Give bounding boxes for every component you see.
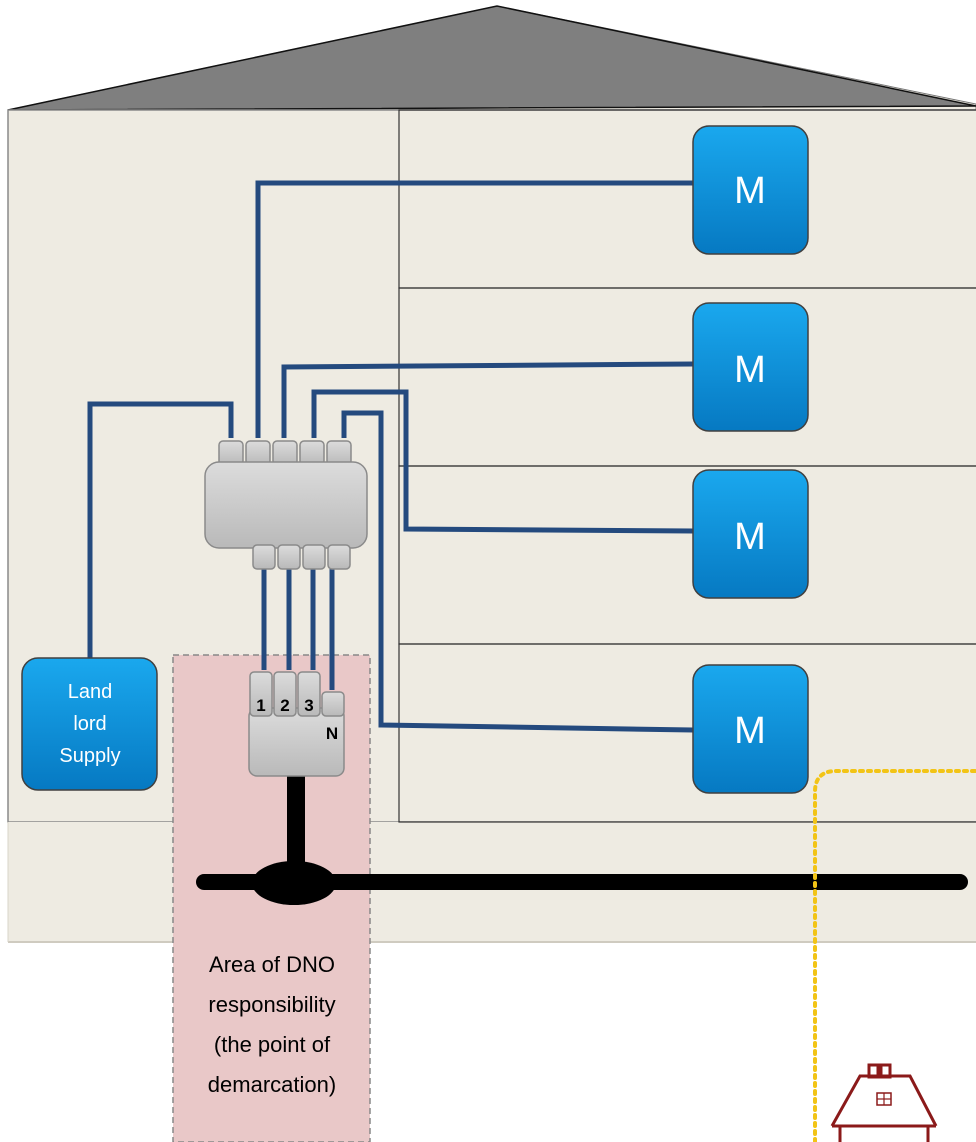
dno-area-line-3: (the point of [214,1032,331,1057]
cable-meter-2 [281,361,694,438]
cutout-neutral-block [321,691,345,717]
cutout-fuse-2 [273,671,297,717]
roof-slope [7,5,976,111]
cutout-phase-3-label: 3 [304,696,313,715]
landlord-supply-line-3: Supply [59,745,120,767]
meter-4 [692,664,809,794]
cable-meter-3 [311,389,694,534]
flat-4 [398,643,976,823]
house-icon [830,1063,938,1142]
meter-3 [692,469,809,599]
meter-2-label: M [734,349,766,391]
meter-1-label: M [734,170,766,212]
service-joint [252,861,336,905]
splitter-bottom-port-1 [252,544,276,570]
landlord-supply-box [21,657,158,791]
dno-area-line-4: demarcation) [208,1072,336,1097]
house-icon-roof [830,1074,938,1127]
cutout-fuse-3 [297,671,321,717]
meter-2 [692,302,809,432]
cable-meter-4 [341,410,694,733]
cutout-phase-1-label: 1 [256,696,265,715]
meter-4-label: M [734,710,766,752]
cutout-fuse-1 [249,671,273,717]
service-cutout: 1 2 3 N [248,671,345,777]
cable-landlord [87,401,234,660]
cutout-phase-2-label: 2 [280,696,289,715]
landlord-supply-line-2: lord [73,713,106,735]
splitter-bottom-port-4 [327,544,351,570]
cutout-neutral-label: N [326,724,338,743]
dno-area-line-2: responsibility [208,992,335,1017]
distribution-cables [87,180,694,733]
splitter-bottom-port-2 [277,544,301,570]
meter-1 [692,125,809,255]
dno-area-line-1: Area of DNO [209,952,335,977]
house-icon-dotted-frame [813,769,976,1142]
cable-meter-1 [255,180,693,438]
meter-3-label: M [734,516,766,558]
splitter-bottom-port-3 [302,544,326,570]
landlord-supply-line-1: Land [68,681,113,703]
splitter-body [204,461,368,549]
splitter-box [204,440,368,570]
